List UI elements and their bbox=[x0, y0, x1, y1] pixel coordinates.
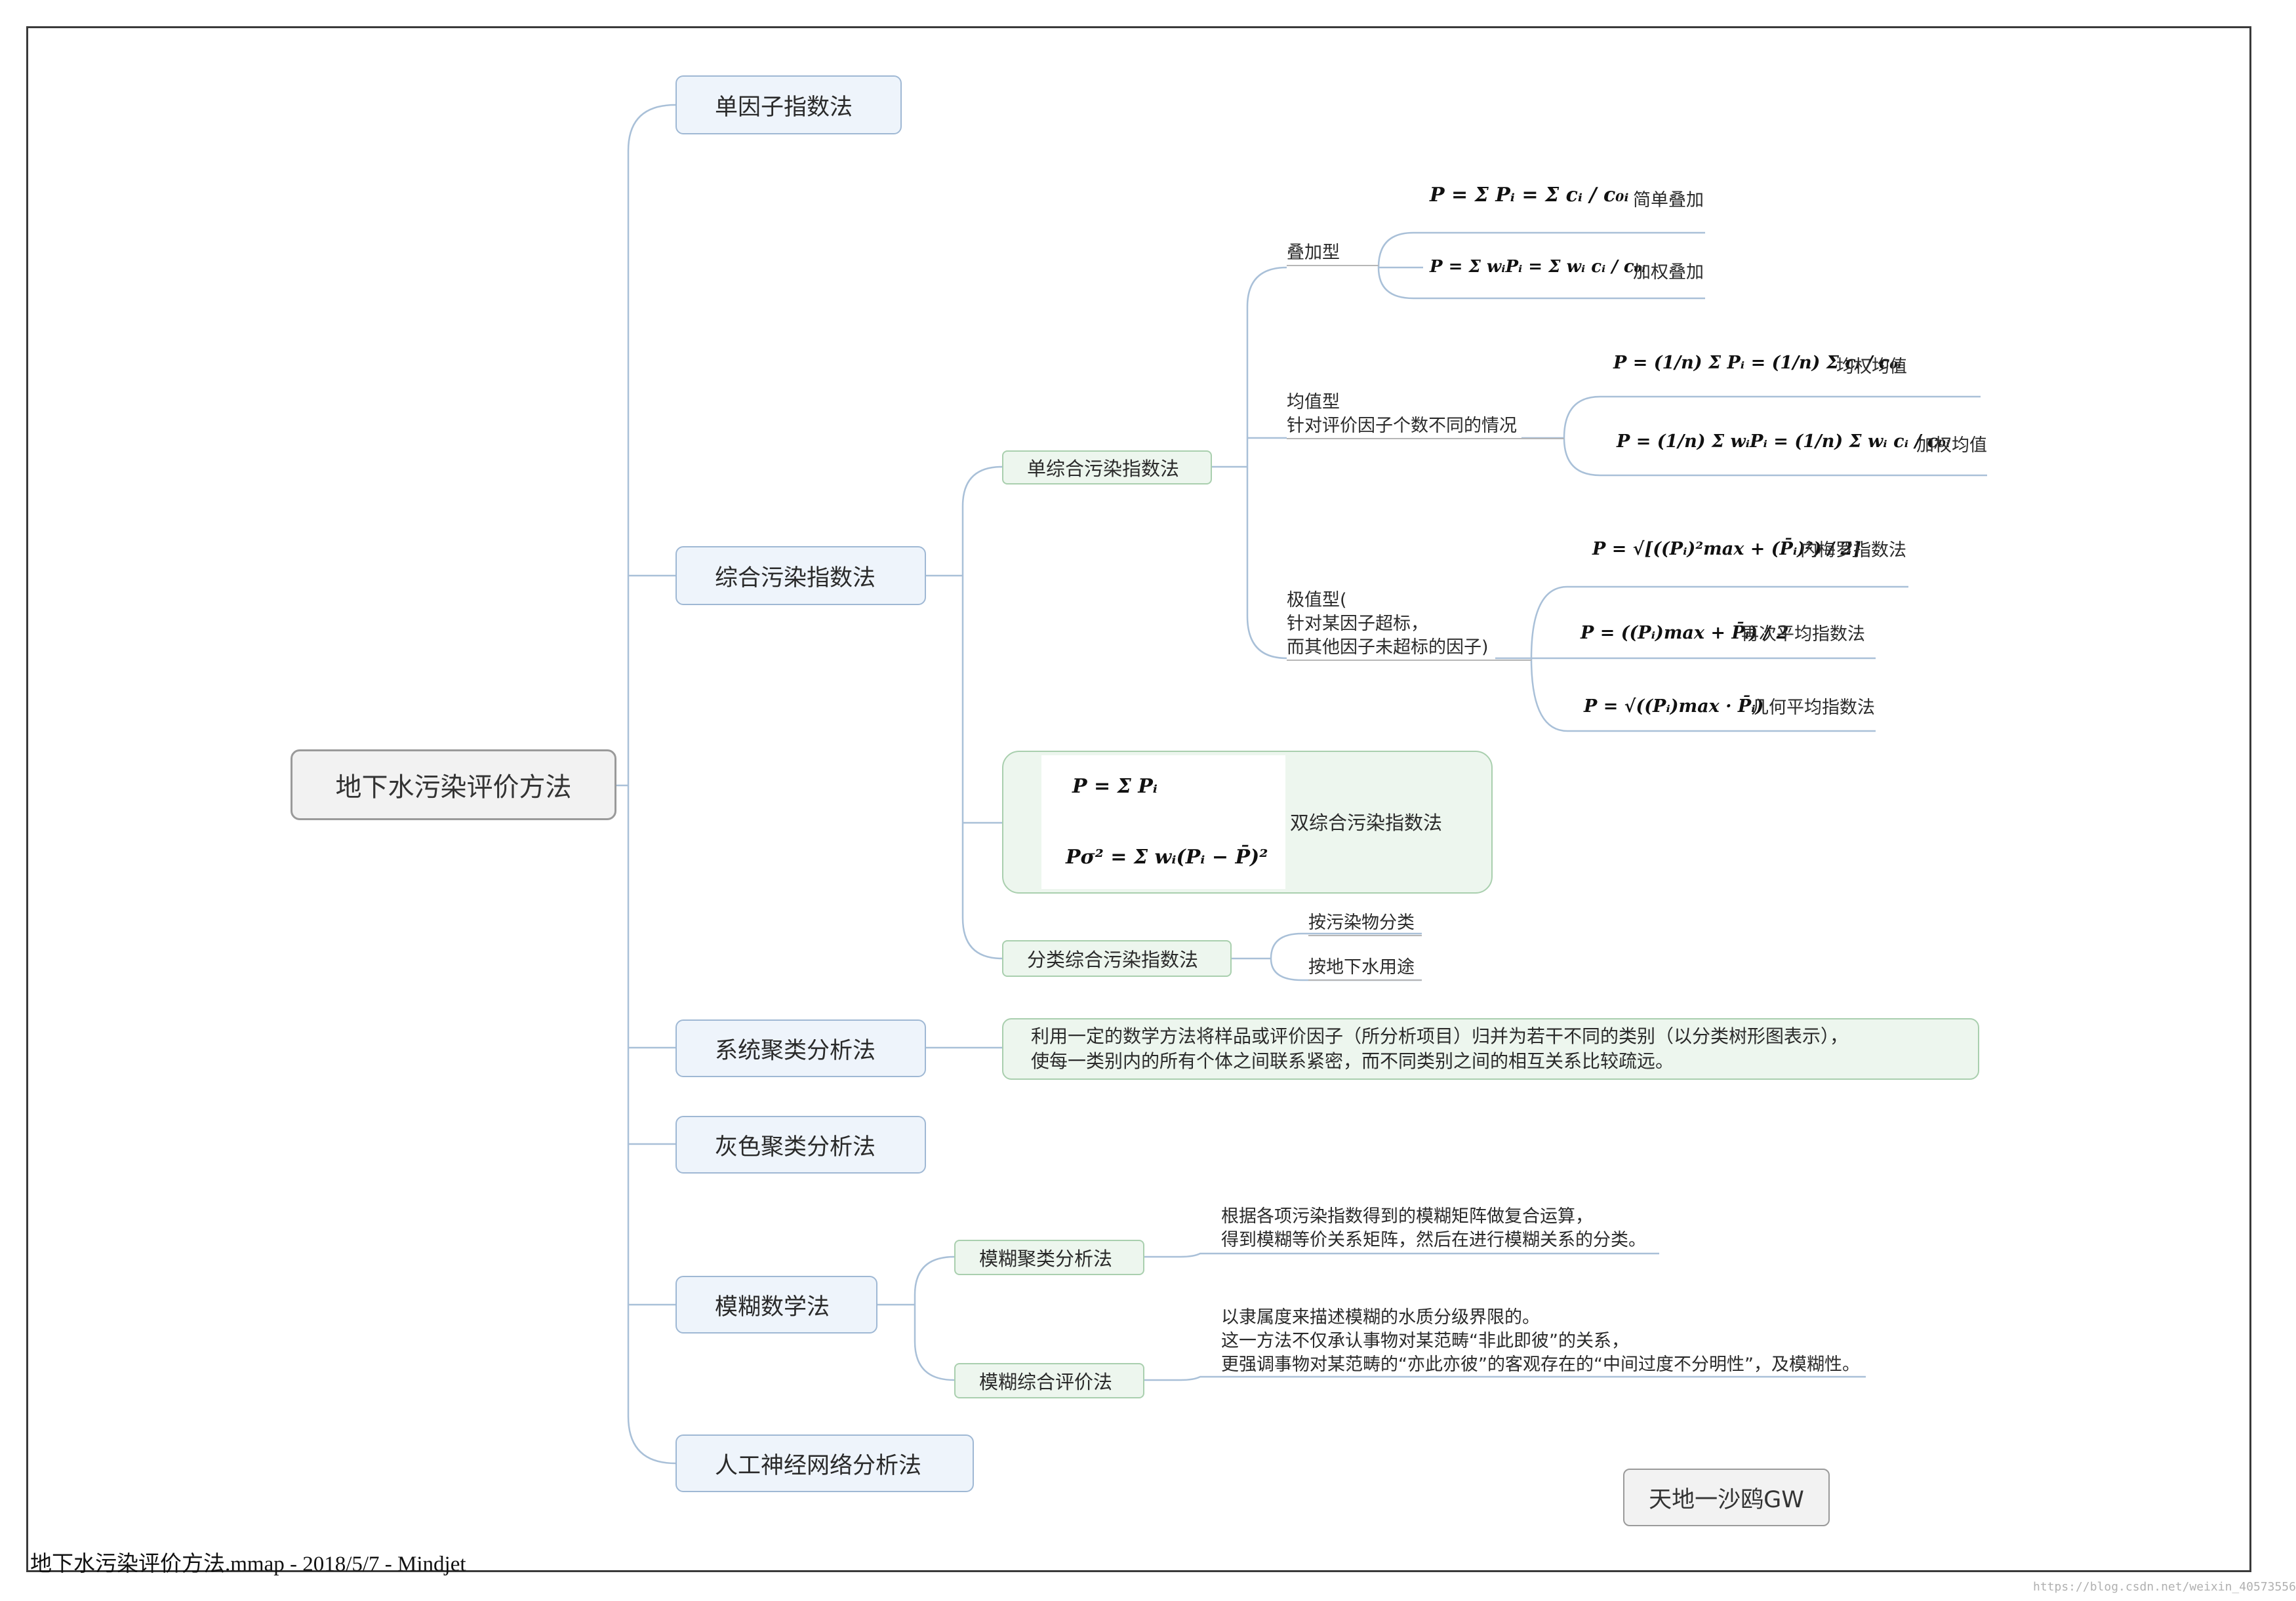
label-nemerow: 内梅罗指数法 bbox=[1800, 540, 1906, 561]
formula-simple-superposition: P = Σ Pᵢ = Σ cᵢ / c₀ᵢ bbox=[1430, 184, 1629, 207]
node-label: 单综合污染指数法 bbox=[1027, 458, 1180, 480]
node-label: 灰色聚类分析法 bbox=[715, 1134, 876, 1160]
fuzzy-cluster-desc: 根据各项污染指数得到的模糊矩阵做复合运算， 得到模糊等价关系矩阵，然后在进行模糊… bbox=[1221, 1205, 1646, 1252]
node-fuzzy-cluster[interactable]: 模糊聚类分析法 bbox=[954, 1240, 1144, 1275]
desc-line: 更强调事物对某范畴的“亦此亦彼”的客观存在的“中间过度不分明性”，及模糊性。 bbox=[1221, 1354, 1860, 1375]
label-geometric-mean: 几何平均指数法 bbox=[1751, 698, 1875, 718]
type-extreme-line2: 针对某因子超标， bbox=[1287, 614, 1428, 634]
system-cluster-desc-box[interactable] bbox=[1002, 1018, 1979, 1080]
root-node[interactable]: 地下水污染评价方法 bbox=[291, 749, 616, 820]
node-label: 分类综合污染指数法 bbox=[1027, 949, 1199, 971]
system-cluster-desc: 利用一定的数学方法将样品或评价因子（所分析项目）归并为若干不同的类别（以分类树形… bbox=[1031, 1024, 1848, 1074]
type-mean-line2: 针对评价因子个数不同的情况 bbox=[1287, 416, 1517, 436]
type-extreme-line1: 极值型( bbox=[1287, 590, 1347, 610]
node-grey-cluster[interactable]: 灰色聚类分析法 bbox=[675, 1116, 926, 1174]
signature-box: 天地一沙鸥GW bbox=[1623, 1469, 1830, 1526]
node-label: 模糊聚类分析法 bbox=[979, 1248, 1113, 1270]
desc-line: 以隶属度来描述模糊的水质分级界限的。 bbox=[1221, 1307, 1540, 1328]
node-single-factor[interactable]: 单因子指数法 bbox=[675, 75, 902, 134]
node-label: 人工神经网络分析法 bbox=[715, 1452, 922, 1479]
root-label: 地下水污染评价方法 bbox=[335, 772, 572, 802]
desc-line: 得到模糊等价关系矩阵，然后在进行模糊关系的分类。 bbox=[1221, 1230, 1646, 1250]
footer-caption: 地下水污染评价方法.mmap - 2018/5/7 - Mindjet bbox=[30, 1552, 466, 1576]
node-comprehensive[interactable]: 综合污染指数法 bbox=[675, 546, 926, 605]
node-fuzzy-evaluation[interactable]: 模糊综合评价法 bbox=[954, 1363, 1144, 1398]
label-simple-superposition: 简单叠加 bbox=[1633, 190, 1704, 210]
node-single-comprehensive[interactable]: 单综合污染指数法 bbox=[1002, 450, 1212, 484]
type-extreme[interactable]: 极值型( 针对某因子超标， 而其他因子未超标的因子) bbox=[1287, 589, 1531, 661]
formula-geometric-mean: P = √((Pᵢ)max · P̄ᵢ) bbox=[1584, 696, 1764, 717]
double-formula-1: P = Σ Pᵢ bbox=[1072, 775, 1158, 798]
formula-nemerow: P = √[((Pᵢ)²max + (P̄ᵢ)²) / 2] bbox=[1592, 539, 1861, 559]
diagram-frame bbox=[26, 26, 2251, 1572]
double-formula-card bbox=[1041, 755, 1285, 889]
type-mean[interactable]: 均值型 针对评价因子个数不同的情况 bbox=[1287, 391, 1564, 439]
watermark-url: https://blog.csdn.net/weixin_40573556 bbox=[2033, 1580, 2296, 1594]
classified-by-pollutant[interactable]: 按污染物分类 bbox=[1308, 911, 1422, 936]
fuzzy-evaluation-desc: 以隶属度来描述模糊的水质分级界限的。 这一方法不仅承认事物对某范畴“非此即彼”的… bbox=[1221, 1306, 1860, 1377]
desc-line: 使每一类别内的所有个体之间联系紧密，而不同类别之间的相互关系比较疏远。 bbox=[1031, 1050, 1674, 1072]
node-label: 模糊数学法 bbox=[715, 1294, 830, 1320]
desc-line: 根据各项污染指数得到的模糊矩阵做复合运算， bbox=[1221, 1206, 1593, 1227]
type-superposition[interactable]: 叠加型 bbox=[1287, 241, 1379, 266]
node-label: 单因子指数法 bbox=[715, 94, 853, 121]
formula-equal-mean: P = (1/n) Σ Pᵢ = (1/n) Σ cᵢ / c₀ᵢ bbox=[1613, 353, 1902, 373]
node-label: 系统聚类分析法 bbox=[715, 1037, 876, 1064]
label-second-mean: 再次平均指数法 bbox=[1741, 624, 1865, 644]
formula-weighted-mean: P = (1/n) Σ wᵢPᵢ = (1/n) Σ wᵢ cᵢ / c₀ᵢ bbox=[1617, 431, 1950, 452]
formula-weighted-superposition: P = Σ wᵢPᵢ = Σ wᵢ cᵢ / c₀ᵢ bbox=[1430, 257, 1646, 277]
desc-line: 这一方法不仅承认事物对某范畴“非此即彼”的关系， bbox=[1221, 1331, 1629, 1351]
signature-label: 天地一沙鸥GW bbox=[1649, 1486, 1804, 1513]
double-comprehensive-label: 双综合污染指数法 bbox=[1290, 812, 1443, 834]
formula-second-mean: P = ((Pᵢ)max + P̄ᵢ) / 2 bbox=[1581, 623, 1789, 643]
desc-line: 利用一定的数学方法将样品或评价因子（所分析项目）归并为若干不同的类别（以分类树形… bbox=[1031, 1025, 1849, 1047]
node-label: 模糊综合评价法 bbox=[979, 1371, 1113, 1393]
node-label: 综合污染指数法 bbox=[715, 564, 876, 591]
node-fuzzy[interactable]: 模糊数学法 bbox=[675, 1276, 877, 1334]
node-ann[interactable]: 人工神经网络分析法 bbox=[675, 1434, 974, 1492]
classified-by-use[interactable]: 按地下水用途 bbox=[1308, 956, 1422, 981]
node-classified[interactable]: 分类综合污染指数法 bbox=[1002, 940, 1232, 977]
type-extreme-line3: 而其他因子未超标的因子) bbox=[1287, 637, 1489, 658]
label-weighted-superposition: 加权叠加 bbox=[1633, 262, 1704, 283]
double-formula-2: Pσ² = Σ wᵢ(Pᵢ − P̄)² bbox=[1066, 846, 1268, 869]
label-weighted-mean: 加权均值 bbox=[1916, 435, 1987, 456]
label-equal-mean: 均权均值 bbox=[1836, 357, 1907, 377]
type-mean-line1: 均值型 bbox=[1287, 392, 1340, 412]
node-system-cluster[interactable]: 系统聚类分析法 bbox=[675, 1019, 926, 1077]
